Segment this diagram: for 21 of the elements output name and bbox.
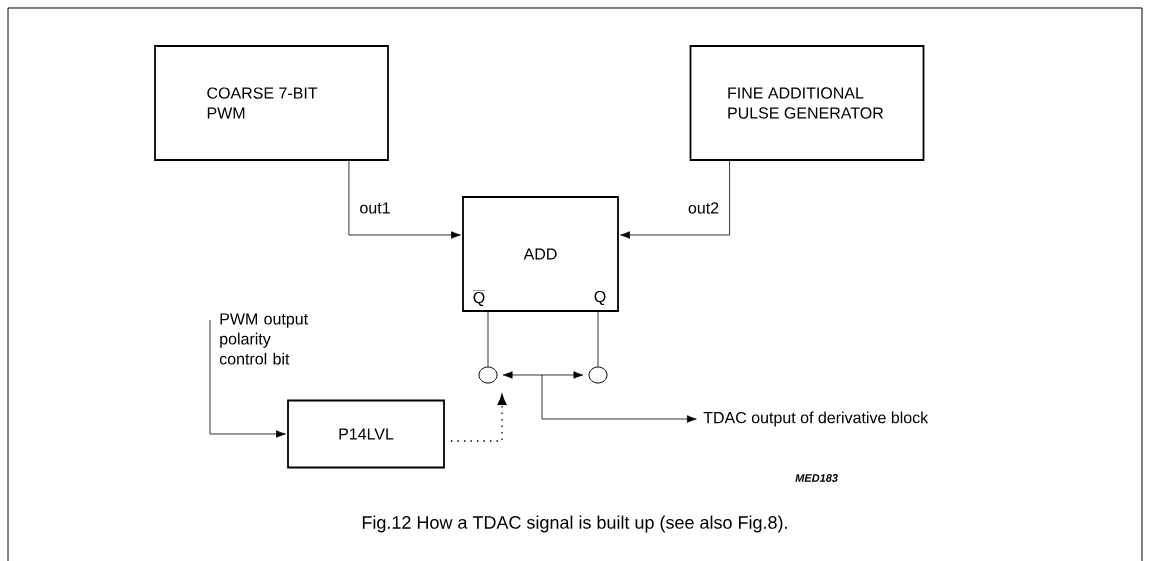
connector xyxy=(541,374,697,423)
block-box: P14LVL xyxy=(287,399,445,469)
connector xyxy=(597,311,599,367)
pin-label: $\overline{\mathrm{Q}}$ xyxy=(472,290,486,307)
signal-text: TDAC output of derivative block xyxy=(703,411,929,427)
signal-text: PWM output polarity control bit xyxy=(219,313,308,365)
block-box: COARSE 7-BIT PWM xyxy=(154,45,389,161)
connector xyxy=(620,160,730,239)
connector xyxy=(348,160,461,239)
pin-label: Q xyxy=(594,290,606,306)
edge-label: out1 xyxy=(360,202,390,214)
connector xyxy=(502,371,584,379)
terminal-circle xyxy=(478,366,498,384)
edge-label: out2 xyxy=(688,202,719,214)
connector xyxy=(487,311,489,367)
block-box: FINE ADDITIONAL PULSE GENERATOR xyxy=(689,45,925,161)
caption: Fig.12 How a TDAC signal is built up (see also Fig.8). xyxy=(362,515,787,533)
figure-code: MED183 xyxy=(795,474,838,482)
connector xyxy=(450,393,507,442)
terminal-circle xyxy=(588,366,608,384)
connector xyxy=(209,319,286,438)
